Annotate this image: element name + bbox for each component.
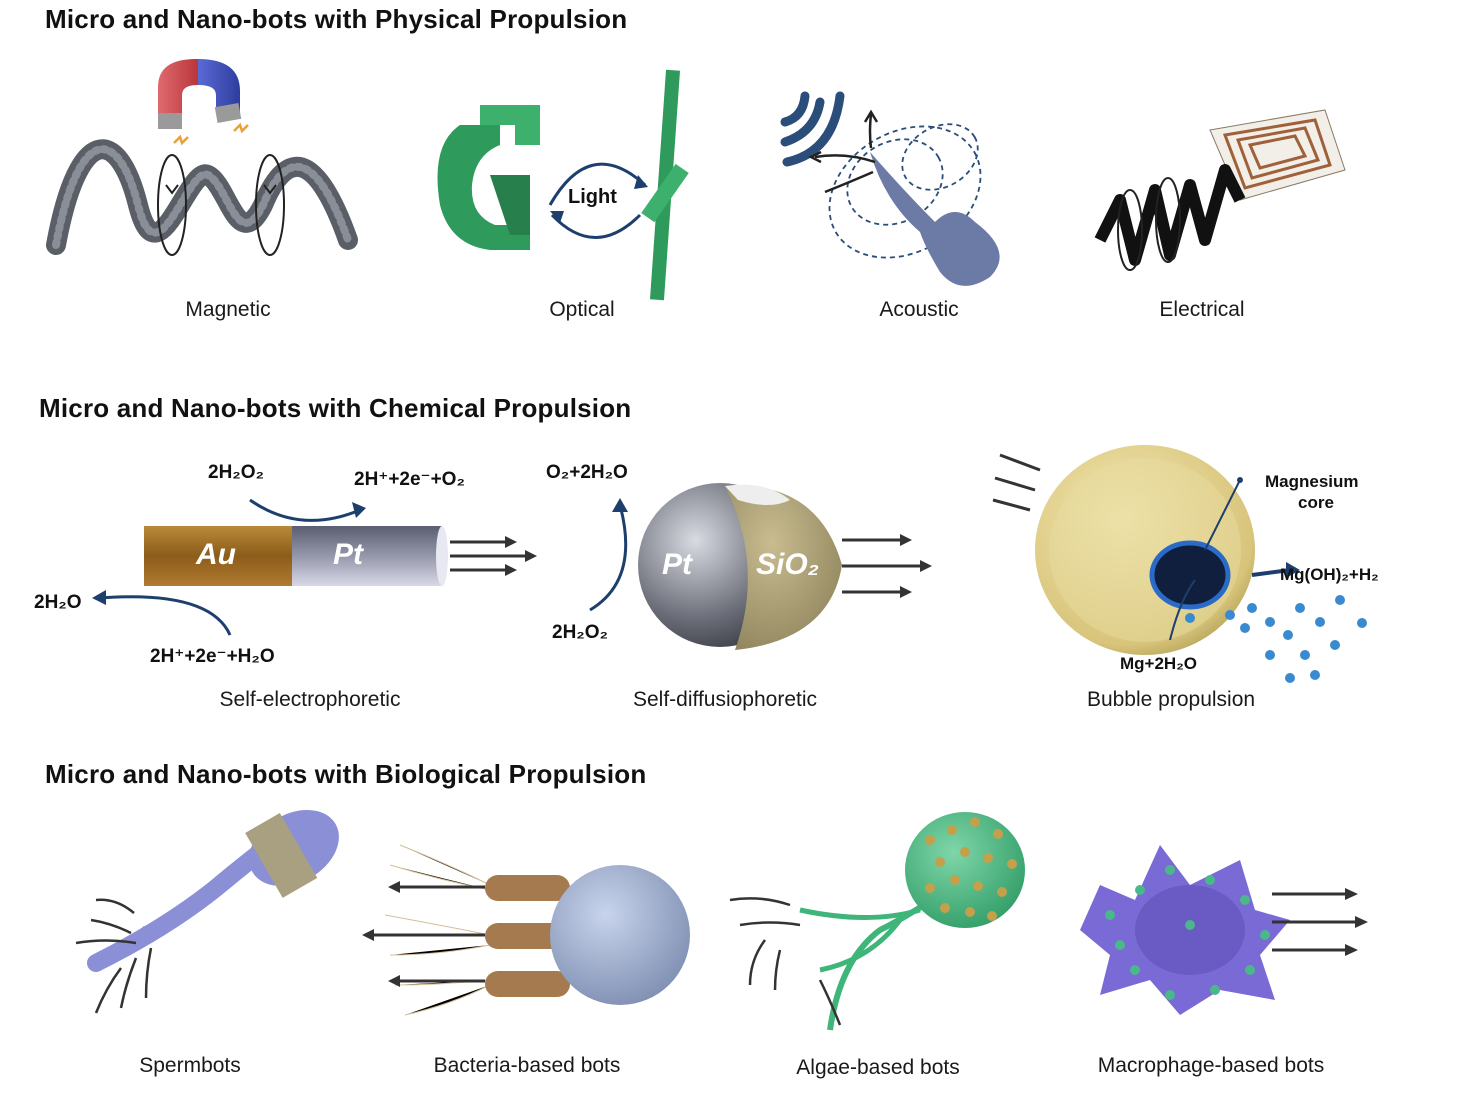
caption-electrical: Electrical <box>1159 298 1245 321</box>
acoustic-bot-shape <box>870 152 1000 286</box>
caption-magnetic: Magnetic <box>185 298 271 321</box>
caption-acoustic: Acoustic <box>879 298 959 321</box>
magnet-icon <box>158 59 249 146</box>
janus-product: O₂+2H₂O <box>546 462 628 483</box>
arrow-icon <box>450 540 525 572</box>
janus-reactant: 2H₂O₂ <box>552 622 608 643</box>
magnetic-helix-illustration <box>46 59 358 256</box>
electrical-illustration <box>1094 109 1346 271</box>
caption-spermbots: Spermbots <box>139 1054 241 1077</box>
rod-top-reactant: 2H₂O₂ <box>208 462 264 483</box>
optical-rotor-shape <box>641 69 689 301</box>
caption-self-diffusiophoretic: Self-diffusiophoretic <box>632 688 818 711</box>
bacteria-bot-illustration <box>362 844 690 1016</box>
optical-robot-shape <box>437 105 540 250</box>
acoustic-illustration <box>780 91 1000 286</box>
rod-top-product: 2H⁺+2e⁻+O₂ <box>354 469 465 490</box>
helix-icon <box>46 139 358 256</box>
caption-macrophage-based-bots: Macrophage-based bots <box>1097 1054 1325 1077</box>
caption-bubble-propulsion: Bubble propulsion <box>1086 688 1256 711</box>
macrophage-bot-illustration <box>1080 845 1368 1015</box>
self-electrophoretic-illustration <box>92 498 537 636</box>
acoustic-wave-icon <box>780 91 845 167</box>
bubble-reactant: Mg+2H₂O <box>1120 654 1197 673</box>
caption-self-electrophoretic: Self-electrophoretic <box>219 688 401 711</box>
rod-bottom-product: 2H₂O <box>34 592 82 613</box>
rod-bottom-reactant: 2H⁺+2e⁻+H₂O <box>150 646 275 667</box>
sio2-label-janus: SiO₂ <box>756 548 820 581</box>
spermbot-illustration <box>75 810 339 1014</box>
magnesium-core-label-2: core <box>1298 493 1334 512</box>
magnesium-core <box>1149 540 1231 610</box>
self-diffusiophoretic-illustration <box>589 483 932 650</box>
caption-bacteria-based-bots: Bacteria-based bots <box>433 1054 621 1077</box>
au-segment <box>144 526 294 586</box>
bubble-icon <box>1185 595 1367 683</box>
caption-optical: Optical <box>549 298 615 321</box>
section-title-physical: Micro and Nano-bots with Physical Propul… <box>45 4 628 34</box>
pt-label-janus: Pt <box>662 548 692 581</box>
au-label: Au <box>196 538 236 571</box>
bubble-propulsion-illustration <box>992 445 1367 683</box>
light-icon <box>548 162 648 239</box>
caption-algae-based-bots: Algae-based bots <box>796 1056 960 1079</box>
algae-bot-illustration <box>729 812 1025 1031</box>
light-label: Light <box>568 186 617 208</box>
janus-sio2-half <box>725 485 842 650</box>
pt-segment <box>292 526 442 586</box>
section-title-biological: Micro and Nano-bots with Biological Prop… <box>45 759 647 789</box>
magnesium-core-label-1: Magnesium <box>1265 472 1359 491</box>
optical-illustration <box>437 69 689 301</box>
pt-label-rod: Pt <box>333 538 363 571</box>
bubble-product: Mg(OH)₂+H₂ <box>1280 565 1379 584</box>
section-title-chemical: Micro and Nano-bots with Chemical Propul… <box>39 393 632 423</box>
